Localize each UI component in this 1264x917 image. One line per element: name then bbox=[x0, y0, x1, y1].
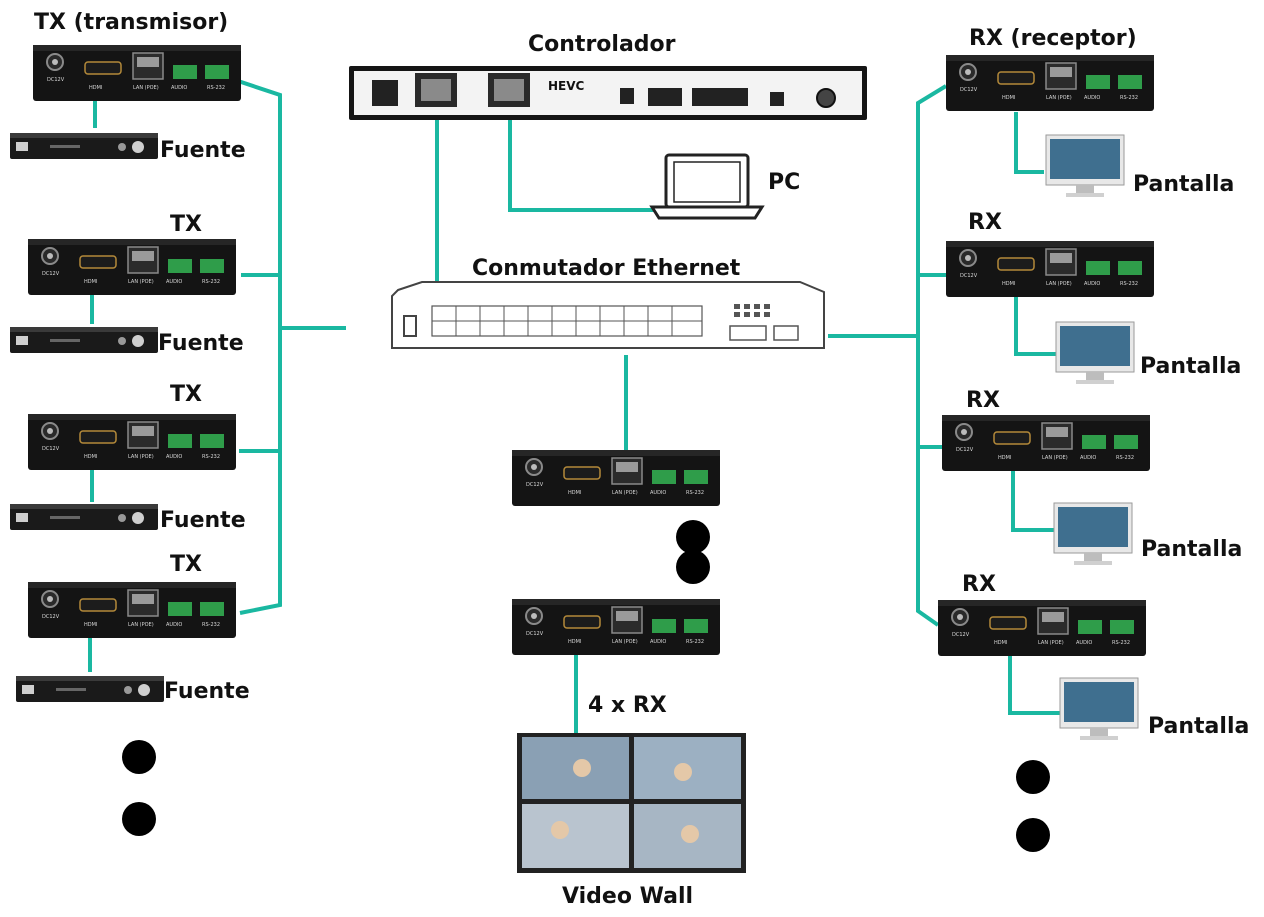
display-label: Pantalla bbox=[1141, 537, 1243, 562]
rx-label: RX bbox=[968, 210, 1002, 235]
rx-device-icon bbox=[941, 414, 1151, 472]
video-wall-label: Video Wall bbox=[562, 884, 694, 909]
laptop-icon bbox=[649, 153, 765, 220]
source-player-icon bbox=[10, 504, 158, 530]
monitor-icon bbox=[1059, 677, 1139, 741]
tx-label: TX bbox=[170, 212, 202, 237]
monitor-icon bbox=[1045, 134, 1125, 198]
rx-first-label: RX (receptor) bbox=[969, 26, 1137, 51]
tx-first-label: TX (transmisor) bbox=[34, 10, 229, 35]
source-label: Fuente bbox=[160, 508, 246, 533]
ethernet-switch-icon bbox=[391, 281, 825, 349]
tx-device-icon bbox=[27, 413, 237, 471]
switch-label: Conmutador Ethernet bbox=[472, 256, 741, 281]
continuation-dot bbox=[676, 550, 710, 584]
source-player-icon bbox=[16, 676, 164, 702]
rx-device-icon bbox=[945, 54, 1155, 112]
rx-device-icon bbox=[511, 449, 721, 507]
rx-label: RX bbox=[966, 388, 1000, 413]
tx-label: TX bbox=[170, 552, 202, 577]
tx-device-icon bbox=[27, 238, 237, 296]
four-rx-label: 4 x RX bbox=[588, 693, 667, 718]
rx-device-icon bbox=[945, 240, 1155, 298]
pc-label: PC bbox=[768, 170, 801, 195]
continuation-dot bbox=[1016, 818, 1050, 852]
monitor-icon bbox=[1055, 321, 1135, 385]
controller-label: Controlador bbox=[528, 32, 676, 57]
display-label: Pantalla bbox=[1148, 714, 1250, 739]
source-player-icon bbox=[10, 327, 158, 353]
continuation-dot bbox=[122, 740, 156, 774]
tx-device-icon bbox=[27, 581, 237, 639]
rx-label: RX bbox=[962, 572, 996, 597]
source-player-icon bbox=[10, 133, 158, 159]
continuation-dot bbox=[122, 802, 156, 836]
source-label: Fuente bbox=[158, 331, 244, 356]
continuation-dot bbox=[1016, 760, 1050, 794]
display-label: Pantalla bbox=[1140, 354, 1242, 379]
monitor-icon bbox=[1053, 502, 1133, 566]
svg-text:HEVC: HEVC bbox=[548, 79, 585, 93]
video-wall-icon bbox=[517, 733, 746, 873]
rx-device-icon bbox=[937, 599, 1147, 657]
source-label: Fuente bbox=[160, 138, 246, 163]
continuation-dot bbox=[676, 520, 710, 554]
tx-device-icon bbox=[32, 44, 242, 102]
display-label: Pantalla bbox=[1133, 172, 1235, 197]
rx-device-icon bbox=[511, 598, 721, 656]
controller-device-icon: HEVC bbox=[349, 66, 867, 120]
connection-lines bbox=[88, 76, 1064, 735]
source-label: Fuente bbox=[164, 679, 250, 704]
tx-label: TX bbox=[170, 382, 202, 407]
